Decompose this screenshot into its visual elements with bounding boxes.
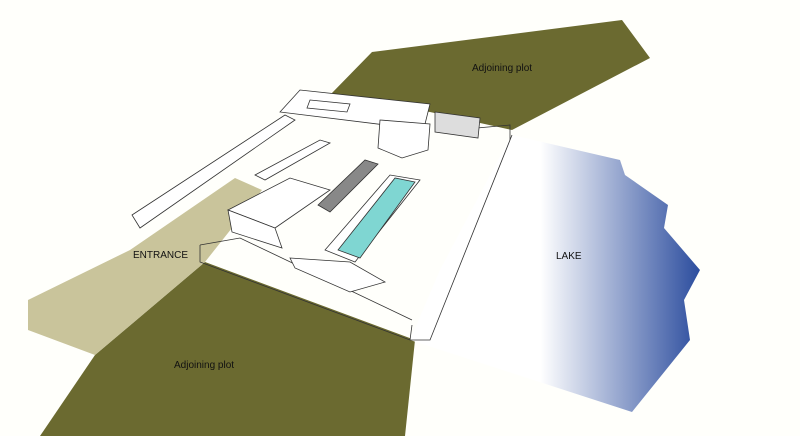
adjoining-plot-bottom [40,262,415,436]
entrance-path [28,178,262,355]
site-outline [131,114,513,341]
label-lake: LAKE [556,251,582,262]
label-adjoining-plot-top: Adjoining plot [472,63,533,74]
label-adjoining-plot-bottom: Adjoining plot [174,360,235,371]
label-entrance: ENTRANCE [133,250,189,261]
house-building [227,89,481,293]
lake [410,135,700,412]
pool [337,177,416,259]
